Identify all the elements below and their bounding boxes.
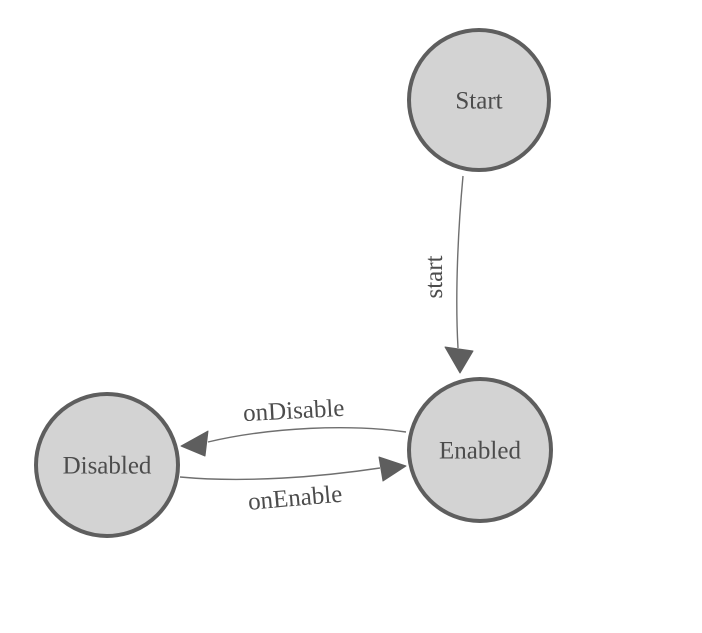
node-start[interactable]: Start [407, 28, 551, 172]
edge-label-onenable: onEnable [247, 481, 343, 516]
node-enabled[interactable]: Enabled [407, 377, 553, 523]
edge-enabled-to-disabled: onDisable [180, 395, 407, 457]
node-enabled-label: Enabled [439, 437, 521, 464]
arrowhead-into-enabled-from-start [444, 346, 474, 374]
edge-start-line [456, 175, 464, 349]
edge-label-start: start [421, 255, 448, 298]
edge-onenable-line [179, 467, 381, 481]
edge-ondisable-line [207, 427, 407, 443]
arrowhead-into-disabled [180, 430, 209, 457]
edge-start-to-enabled: start [421, 175, 474, 374]
node-start-label: Start [455, 87, 502, 114]
node-start-circle[interactable] [407, 28, 551, 172]
arrowhead-into-enabled [378, 456, 407, 482]
node-disabled-label: Disabled [63, 452, 152, 479]
edge-label-ondisable: onDisable [242, 395, 345, 427]
node-disabled-circle[interactable] [34, 392, 180, 538]
node-enabled-circle[interactable] [407, 377, 553, 523]
edge-disabled-to-enabled: onEnable [179, 456, 407, 516]
node-disabled[interactable]: Disabled [34, 392, 180, 538]
